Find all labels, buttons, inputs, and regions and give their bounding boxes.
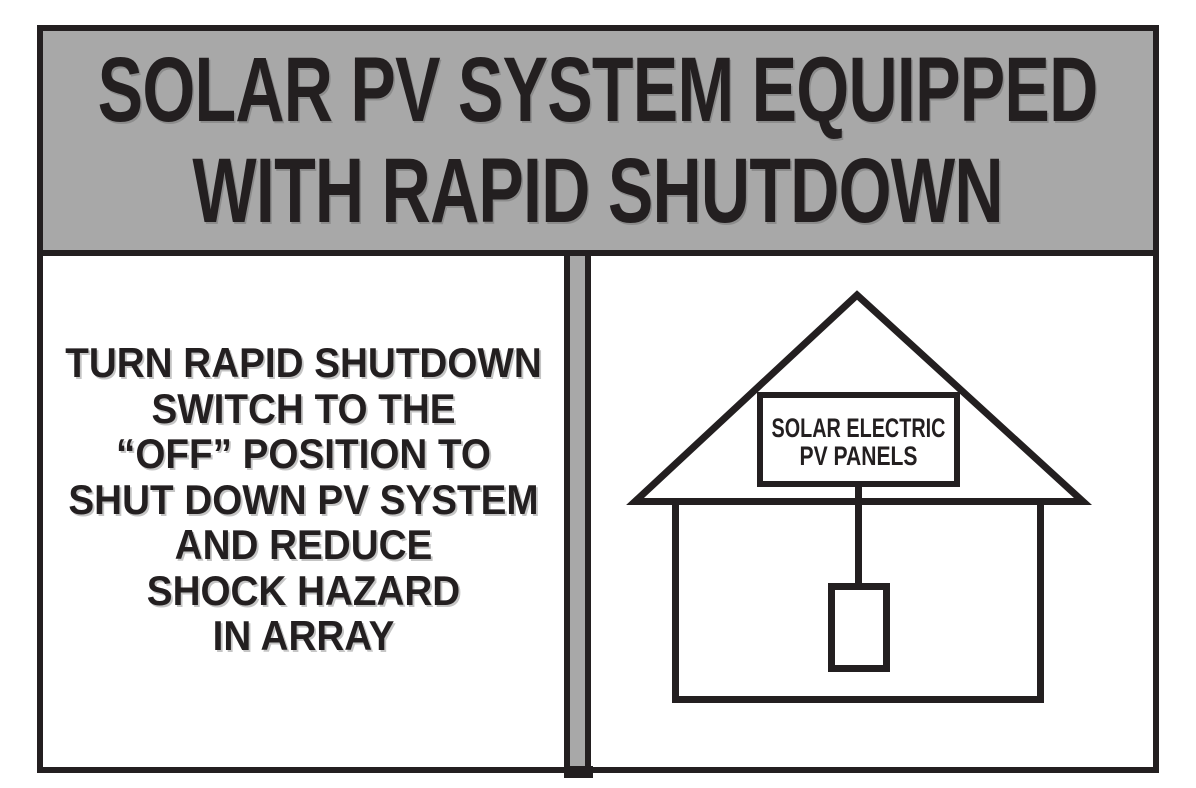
pv-label-line1: SOLAR ELECTRIC [772, 413, 946, 443]
sign-title-line1: SOLAR PV SYSTEM EQUIPPED [98, 38, 1099, 141]
instruction-line: SWITCH TO THE [151, 384, 456, 432]
instruction-line: “OFF” POSITION TO [116, 430, 491, 477]
instruction-line: SHOCK HAZARD [146, 566, 461, 614]
instruction-line: SHUT DOWN PV SYSTEM [68, 475, 539, 523]
instruction-line: IN ARRAY [212, 612, 395, 659]
sign-title: SOLAR PV SYSTEM EQUIPPED WITH RAPID SHUT… [98, 38, 1099, 242]
instruction-text: TURN RAPID SHUTDOWN SWITCH TO THE “OFF” … [64, 340, 543, 659]
disconnect-box [828, 583, 890, 672]
house-diagram: SOLAR ELECTRIC PV PANELS [626, 290, 1093, 703]
diagram-panel: SOLAR ELECTRIC PV PANELS [585, 250, 1159, 773]
instruction-panel: TURN RAPID SHUTDOWN SWITCH TO THE “OFF” … [37, 250, 570, 773]
sign-header: SOLAR PV SYSTEM EQUIPPED WITH RAPID SHUT… [37, 25, 1159, 256]
instruction-line: TURN RAPID SHUTDOWN [65, 339, 542, 386]
pv-label-line2: PV PANELS [800, 441, 918, 471]
instruction-line: AND REDUCE [174, 521, 433, 568]
panel-divider-foot [564, 766, 593, 778]
panel-divider [570, 252, 585, 768]
sign-title-line2: WITH RAPID SHUTDOWN [192, 139, 1004, 242]
pv-label-box [757, 392, 960, 487]
